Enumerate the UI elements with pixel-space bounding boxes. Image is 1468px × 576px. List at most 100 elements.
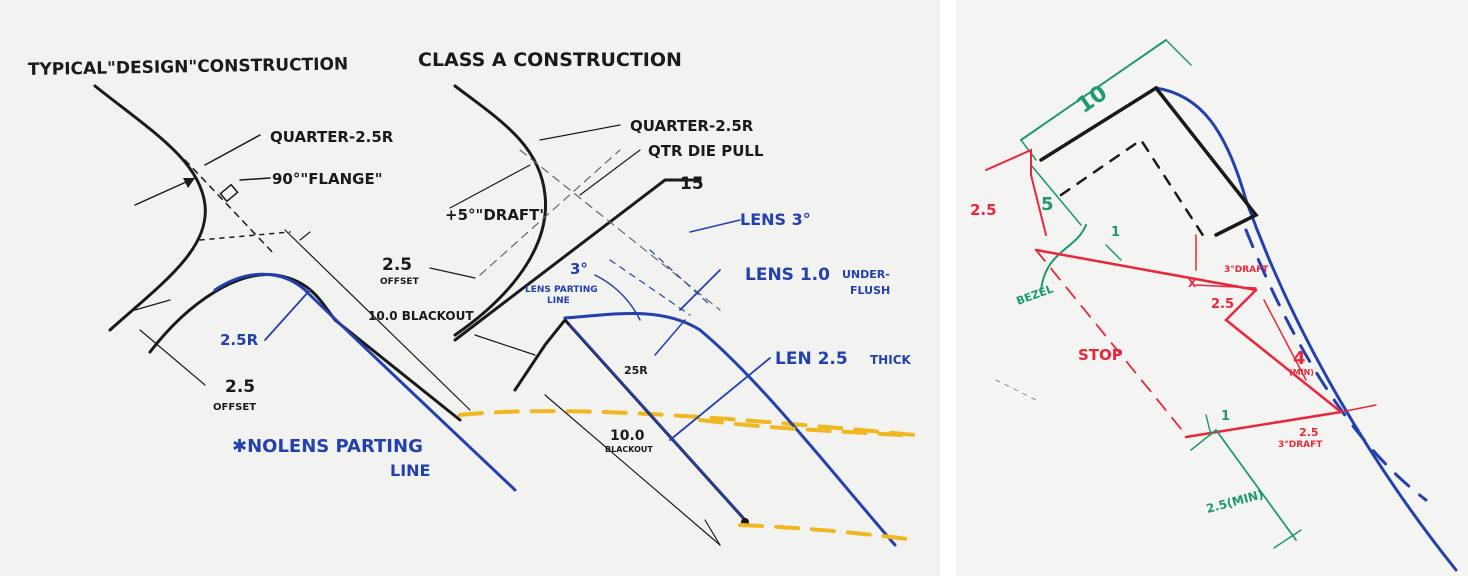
green-five-dim bbox=[1030, 164, 1082, 226]
typical-offset-dim-2 bbox=[134, 299, 171, 311]
right-one-bottom-label: 1 bbox=[1221, 409, 1230, 424]
flush-label: FLUSH bbox=[850, 284, 890, 297]
right-black-dash bbox=[1059, 138, 1208, 242]
lens-underflush-label: LENS 1.0 bbox=[745, 265, 830, 285]
class-a-offset-word: OFFSET bbox=[380, 277, 420, 287]
right-four-min-label: (MIN) bbox=[1289, 368, 1314, 377]
len-thick-label: LEN 2.5 bbox=[775, 349, 848, 369]
right-two-five-bottom: 2.5 bbox=[1299, 426, 1319, 439]
right-black-body bbox=[1039, 85, 1259, 237]
class-a-25r-leader bbox=[654, 319, 686, 356]
red-two-five-dim bbox=[985, 148, 1047, 236]
class-a-construction bbox=[429, 84, 917, 547]
radius-arrowhead bbox=[183, 178, 195, 188]
class-a-offset-value: 2.5 bbox=[382, 255, 412, 275]
no-lens-line-label: LINE bbox=[390, 461, 430, 480]
class-a-die-pull bbox=[453, 178, 702, 342]
right-sketch: 10 2.5 5 1 BEZEL 3°DRAFT X 2.5 STOP 4 (M… bbox=[970, 39, 1458, 572]
right-x-label: X bbox=[1188, 277, 1197, 290]
typical-outer-surface bbox=[93, 84, 207, 332]
right-ten-label: 10 bbox=[1073, 81, 1112, 119]
red-right-line bbox=[1224, 288, 1343, 414]
class-a-bottom-dim bbox=[704, 519, 721, 546]
red-top-line bbox=[1034, 248, 1258, 292]
class-a-offset-leader bbox=[429, 267, 476, 279]
right-blue-dash bbox=[1244, 228, 1428, 502]
radius-arrow bbox=[134, 177, 196, 206]
right-three-draft-bottom: 3°DRAFT bbox=[1278, 440, 1323, 450]
typical-long-dim bbox=[284, 229, 471, 411]
right-whiteboard-panel: 10 2.5 5 1 BEZEL 3°DRAFT X 2.5 STOP 4 (M… bbox=[956, 0, 1468, 576]
red-four-dim bbox=[1263, 299, 1307, 381]
right-red-two-five: 2.5 bbox=[970, 201, 997, 219]
grey-dash-line bbox=[995, 379, 1037, 401]
typical-construction bbox=[93, 84, 917, 492]
green-one-bottom bbox=[1205, 414, 1212, 436]
class-a-3deg-arc bbox=[594, 274, 641, 321]
right-geometry bbox=[985, 39, 1458, 572]
class-a-leader-2 bbox=[579, 149, 641, 196]
typical-offset-dim bbox=[139, 329, 206, 386]
three-deg-label: 3° bbox=[570, 260, 588, 278]
typical-offset-word: OFFSET bbox=[213, 402, 256, 413]
typical-lens-surface bbox=[213, 272, 517, 492]
blackout-value-label: 10.0 bbox=[610, 428, 645, 444]
flange-marker bbox=[219, 183, 239, 203]
right-five-label: 5 bbox=[1041, 194, 1054, 215]
left-sketch: TYPICAL"DESIGN"CONSTRUCTION CLASS A CONS… bbox=[28, 49, 917, 547]
lens-3-label: LENS 3° bbox=[740, 210, 811, 229]
class-a-lens-outer bbox=[563, 312, 897, 547]
draft-arrow bbox=[449, 164, 531, 209]
class-a-underflush-leader bbox=[679, 269, 721, 311]
green-one-top bbox=[1105, 244, 1122, 261]
green-ten-dim bbox=[1020, 39, 1167, 141]
typical-title: TYPICAL"DESIGN"CONSTRUCTION bbox=[28, 54, 349, 80]
right-stop-label: STOP bbox=[1078, 346, 1123, 364]
lens-parting-line-label: LINE bbox=[547, 296, 570, 306]
typical-quarter-label: QUARTER-2.5R bbox=[270, 128, 394, 146]
blackout-word-label: BLACKOUT bbox=[605, 445, 653, 454]
class-a-blackout-label: 10.0 BLACKOUT bbox=[368, 309, 474, 323]
lens3-arrow bbox=[689, 219, 741, 233]
class-a-blackout-dim-2 bbox=[474, 334, 536, 356]
right-one-top-label: 1 bbox=[1111, 225, 1120, 240]
class-a-dash-2 bbox=[479, 149, 621, 276]
typical-radius-label: 2.5R bbox=[220, 331, 259, 349]
green-bottom-dim bbox=[1215, 429, 1297, 541]
typical-yellow-dash bbox=[458, 409, 917, 437]
class-a-yellow-dash-2 bbox=[738, 523, 917, 542]
typical-flange-label: 90°"FLANGE" bbox=[272, 170, 383, 188]
red-bottom-arrow bbox=[1340, 404, 1377, 413]
no-lens-label: ✱NOLENS PARTING bbox=[232, 436, 423, 457]
quarter-leader bbox=[204, 134, 261, 166]
green-ten-ext bbox=[1020, 39, 1192, 161]
class-a-outer-surface bbox=[453, 84, 548, 337]
lens-parting-label: LENS PARTING bbox=[525, 285, 598, 295]
thick-label: THICK bbox=[870, 353, 912, 367]
right-two-five-mid: 2.5 bbox=[1211, 297, 1234, 312]
typical-offset-value: 2.5 bbox=[225, 377, 255, 397]
class-a-lens-inner bbox=[569, 324, 746, 521]
right-four-label: 4 bbox=[1293, 348, 1306, 369]
class-a-radius-label: 25R bbox=[624, 364, 648, 377]
class-a-leader-1 bbox=[539, 124, 621, 141]
right-three-draft-top: 3°DRAFT bbox=[1224, 265, 1269, 275]
typical-long-dim-2 bbox=[299, 231, 311, 241]
class-a-thick-leader bbox=[669, 357, 771, 441]
right-blue-surface bbox=[1154, 86, 1458, 572]
class-a-die-pull-label: QTR DIE PULL bbox=[648, 142, 764, 160]
typical-dash-line-2 bbox=[199, 231, 291, 241]
typical-dash-line bbox=[184, 159, 276, 256]
under-label: UNDER- bbox=[842, 268, 890, 281]
left-whiteboard-panel: TYPICAL"DESIGN"CONSTRUCTION CLASS A CONS… bbox=[0, 0, 940, 576]
flange-leader bbox=[239, 177, 271, 181]
red-stop-dash bbox=[1035, 249, 1187, 436]
radius-leader-blue bbox=[264, 289, 311, 341]
class-a-title: CLASS A CONSTRUCTION bbox=[418, 49, 682, 71]
class-a-yellow-dash bbox=[698, 418, 917, 438]
class-a-draft-label: +5°"DRAFT" bbox=[445, 206, 547, 224]
class-a-dashes-upper bbox=[609, 249, 711, 316]
right-bezel-label: BEZEL bbox=[1015, 282, 1056, 307]
green-bottom-ext bbox=[1190, 429, 1302, 549]
class-a-fifteen-label: 15 bbox=[680, 174, 704, 194]
